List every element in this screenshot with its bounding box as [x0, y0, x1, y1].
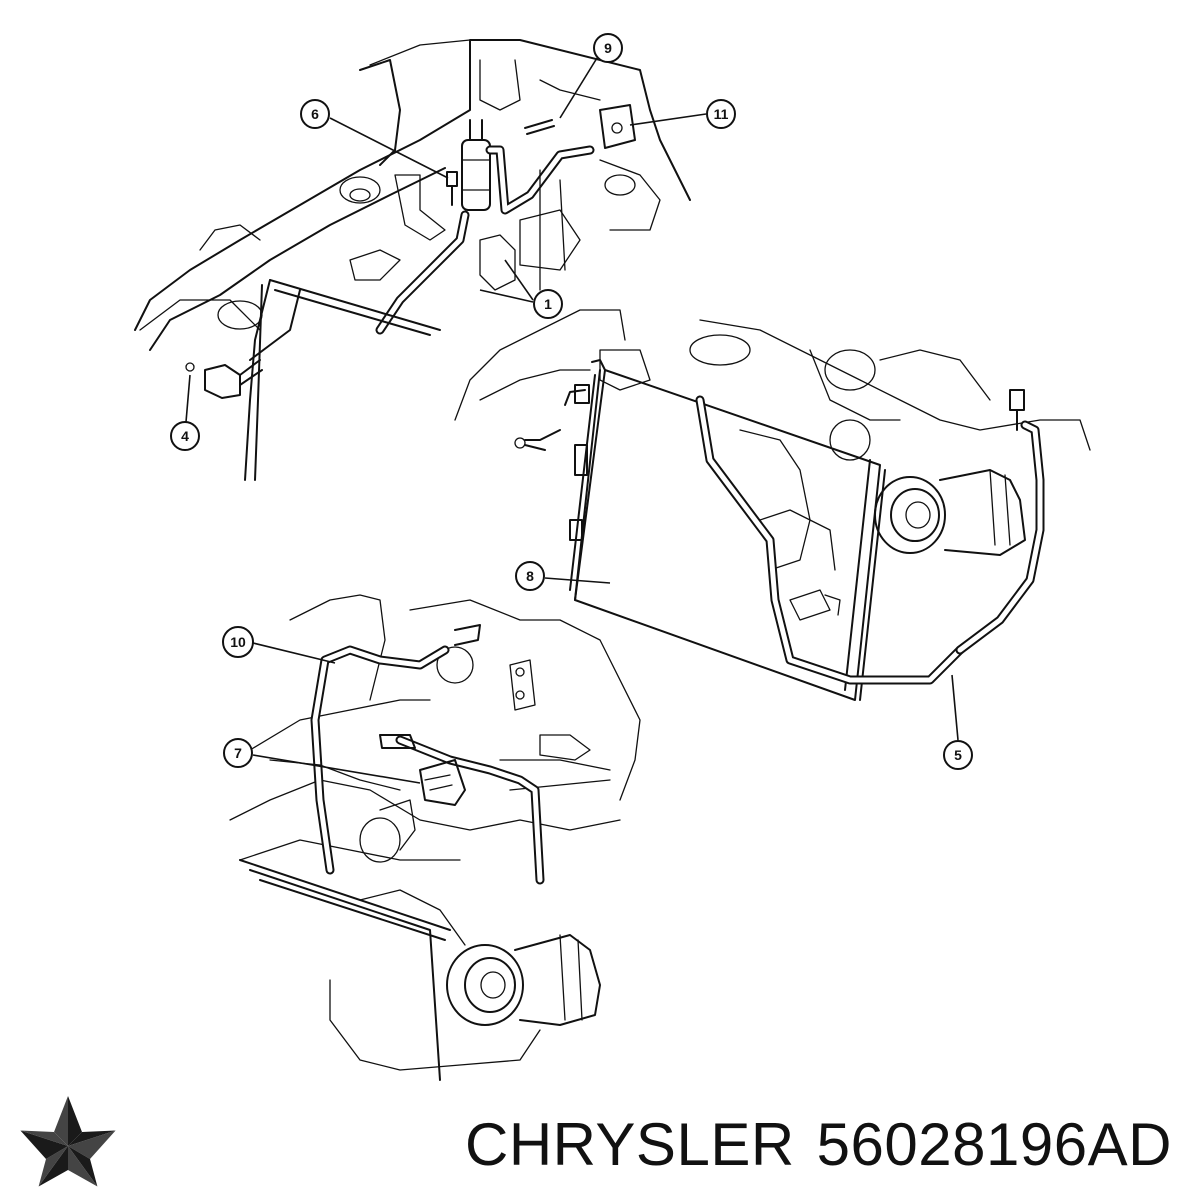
callout-leaders	[185, 57, 959, 784]
callout-11-label: 11	[714, 106, 729, 122]
callout-4: 4	[170, 421, 200, 451]
compressor-view	[229, 594, 641, 1081]
callout-6-label: 6	[311, 106, 319, 122]
callout-4-label: 4	[181, 428, 189, 444]
callout-9-label: 9	[604, 40, 612, 56]
chrysler-pentastar-icon	[20, 1096, 116, 1187]
part-number: 56028196AD	[816, 1111, 1172, 1178]
callout-10-label: 10	[230, 634, 246, 650]
callout-7: 7	[223, 738, 253, 768]
callout-1: 1	[533, 289, 563, 319]
callout-11: 11	[706, 99, 736, 129]
callout-8: 8	[515, 561, 545, 591]
callout-7-label: 7	[234, 745, 242, 761]
callout-9: 9	[593, 33, 623, 63]
callout-1-label: 1	[544, 296, 552, 312]
top-assembly-view	[134, 39, 691, 481]
condenser-view	[454, 309, 1091, 701]
callout-6: 6	[300, 99, 330, 129]
callout-8-label: 8	[526, 568, 534, 584]
brand-line: CHRYSLER 56028196AD	[465, 1110, 1172, 1179]
callout-10: 10	[222, 626, 254, 658]
footer: CHRYSLER 56028196AD	[0, 1090, 1200, 1200]
brand-name: CHRYSLER	[465, 1111, 795, 1178]
callout-5: 5	[943, 740, 973, 770]
callout-5-label: 5	[954, 747, 962, 763]
